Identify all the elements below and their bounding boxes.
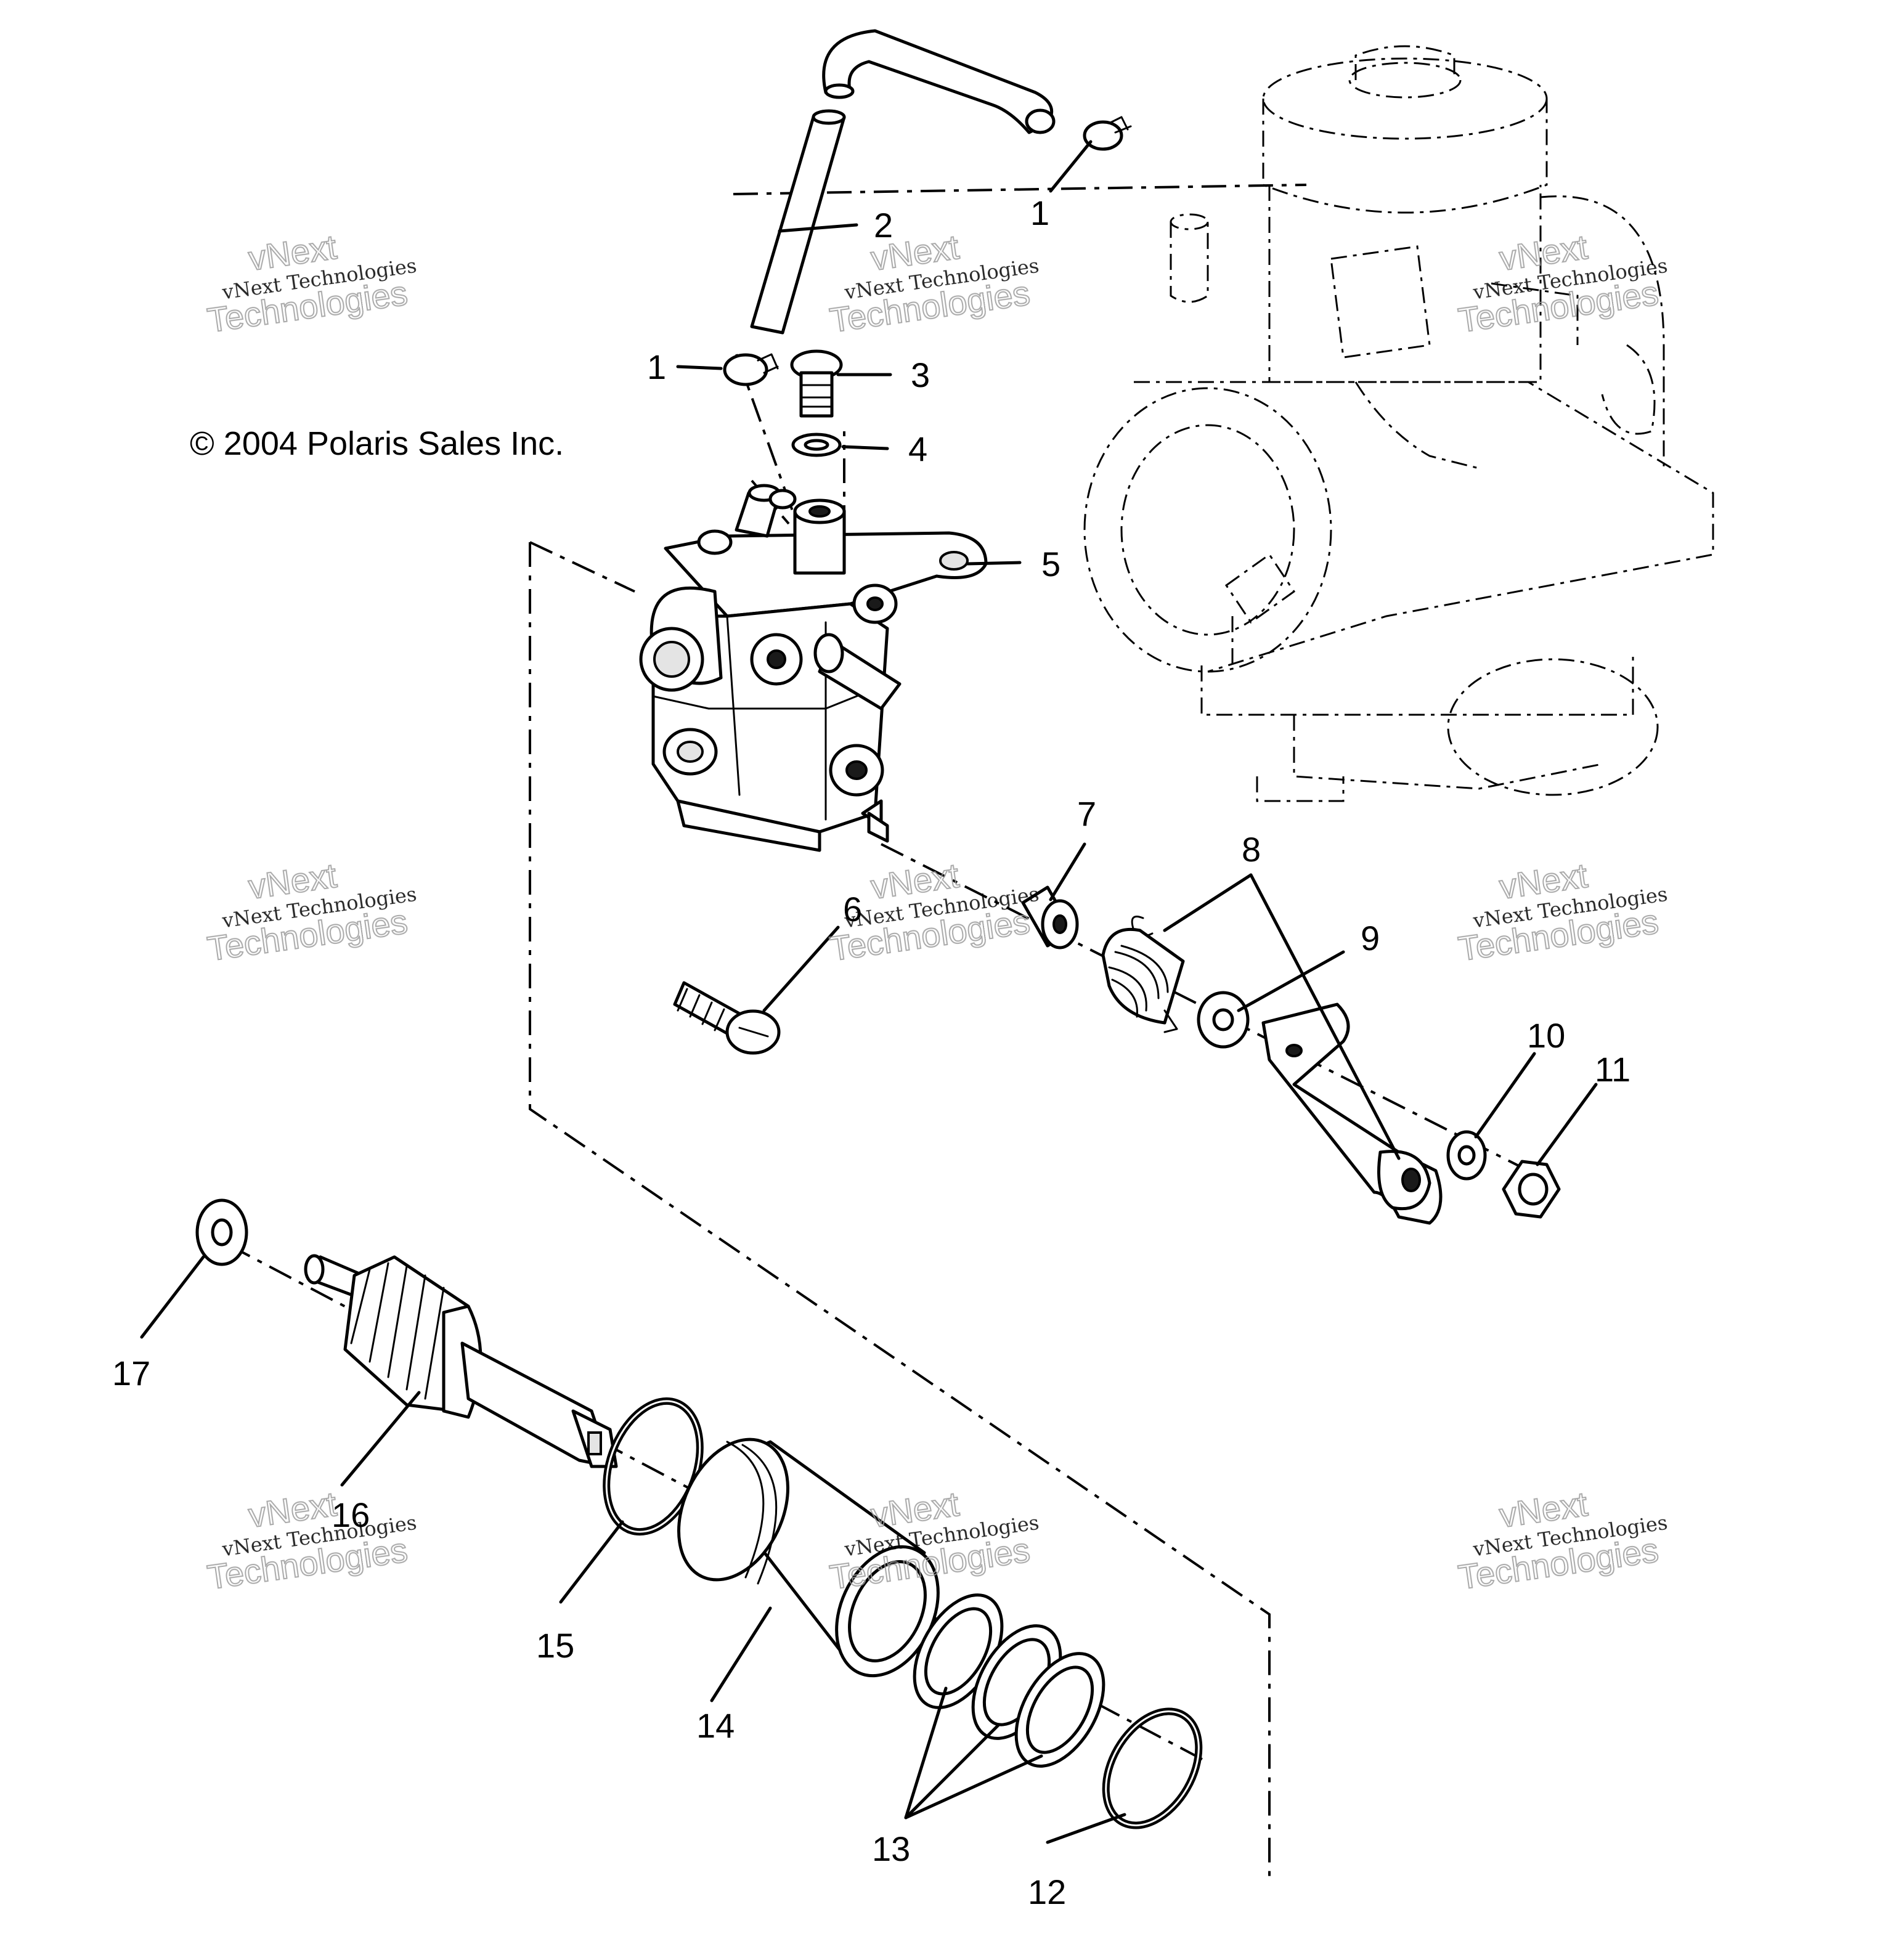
vent-hose bbox=[750, 29, 1056, 335]
watermark-tile: vNext vNext Technologies Technologies bbox=[205, 227, 418, 341]
callout-numbers: 1 2 1 3 4 5 6 7 8 9 10 11 12 13 14 15 16… bbox=[112, 193, 1630, 1911]
copyright-notice: © 2004 Polaris Sales Inc. bbox=[190, 425, 564, 462]
hex-nut bbox=[1502, 1160, 1561, 1219]
callout-3: 3 bbox=[911, 356, 930, 394]
watermark-tile: vNext vNext Technologies Technologies bbox=[205, 855, 418, 969]
callout-7: 7 bbox=[1077, 794, 1096, 833]
callout-17: 17 bbox=[112, 1354, 150, 1393]
watermark-tile: vNext vNext Technologies Technologies bbox=[1455, 227, 1669, 341]
callout-1-lower: 1 bbox=[647, 348, 666, 386]
callout-5: 5 bbox=[1041, 545, 1060, 584]
drive-gear-shaft bbox=[304, 1254, 618, 1468]
callout-13: 13 bbox=[872, 1829, 910, 1868]
watermark-tile: vNext vNext Technologies Technologies bbox=[1455, 1484, 1669, 1598]
watermark-tile: vNext vNext Technologies Technologies bbox=[827, 1484, 1041, 1598]
thrust-washer bbox=[1197, 991, 1250, 1049]
callout-10: 10 bbox=[1527, 1016, 1565, 1055]
callout-9: 9 bbox=[1361, 919, 1380, 958]
callout-15: 15 bbox=[536, 1626, 574, 1665]
oil-pump-body bbox=[639, 484, 988, 852]
callout-1-upper: 1 bbox=[1030, 193, 1049, 232]
spacer-collar bbox=[1021, 885, 1079, 950]
callout-12: 12 bbox=[1028, 1873, 1066, 1911]
return-spring bbox=[1101, 916, 1185, 1033]
shim-washers bbox=[913, 1593, 1105, 1768]
callout-11: 11 bbox=[1595, 1050, 1630, 1089]
watermark-tile: vNext vNext Technologies Technologies bbox=[205, 1484, 418, 1598]
control-lever bbox=[1261, 1002, 1443, 1225]
pump-sleeve bbox=[677, 1437, 940, 1678]
banjo-bolt bbox=[790, 349, 843, 418]
callout-6: 6 bbox=[843, 890, 862, 929]
callout-4: 4 bbox=[908, 429, 927, 468]
leader-lines bbox=[140, 140, 1598, 1844]
watermark-tile: vNext vNext Technologies Technologies bbox=[1455, 855, 1669, 969]
o-ring-small bbox=[1102, 1707, 1203, 1829]
callout-16: 16 bbox=[332, 1495, 370, 1534]
callout-14: 14 bbox=[696, 1706, 735, 1745]
hose-clamp-upper bbox=[1083, 116, 1132, 151]
lock-washer bbox=[1446, 1130, 1487, 1181]
mounting-screw bbox=[673, 981, 781, 1055]
callout-8: 8 bbox=[1242, 830, 1261, 869]
drive-washer bbox=[195, 1198, 248, 1266]
watermark-tile: vNext vNext Technologies Technologies bbox=[827, 227, 1041, 341]
sealing-washer bbox=[791, 433, 842, 457]
hose-clamp-lower bbox=[723, 353, 779, 386]
callout-2: 2 bbox=[874, 206, 893, 245]
carburetor-phantom bbox=[1083, 45, 1714, 802]
